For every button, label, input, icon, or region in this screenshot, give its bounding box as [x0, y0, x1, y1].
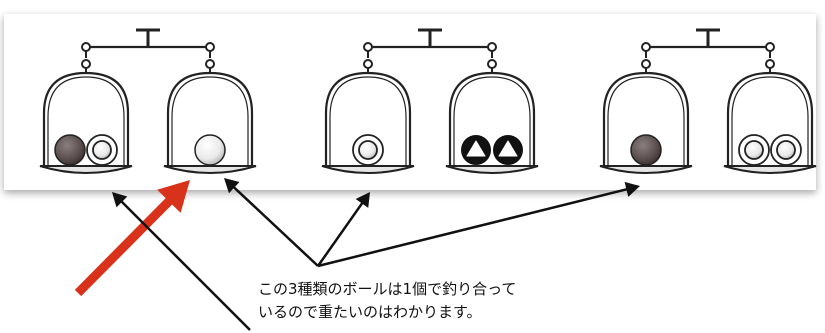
- beam-joint-right: [487, 42, 497, 52]
- beam-joint-left: [641, 42, 651, 52]
- left-pan: [321, 59, 415, 174]
- ring-ball-icon: [738, 134, 770, 166]
- right-pan: [445, 59, 539, 174]
- beam-joint-right: [765, 42, 775, 52]
- right-pan: [723, 59, 817, 174]
- triangle-ball-icon: [461, 135, 491, 165]
- scale-handle-icon: [136, 28, 160, 47]
- scale-handle-icon: [418, 28, 442, 47]
- pointer-arrow-ring-ball: [316, 192, 370, 267]
- balance-scale-1: [39, 28, 257, 174]
- highlight-arrow: [74, 180, 190, 297]
- caption-line-1: この3種類のボールは1個で釣り合って: [258, 280, 517, 298]
- white-ball-icon: [194, 134, 226, 166]
- right-pan: [163, 59, 257, 174]
- pointer-arrow-dark-ball: [317, 181, 640, 268]
- ring-ball-icon: [352, 134, 384, 166]
- beam-joint-right: [205, 42, 215, 52]
- balance-scale-2: [321, 28, 539, 174]
- caption-line-2: いるので重たいのはわかります。: [258, 303, 482, 321]
- ring-ball-icon: [770, 134, 802, 166]
- scale-handle-icon: [696, 28, 720, 47]
- left-pan: [39, 59, 133, 174]
- dark-ball-icon: [54, 134, 86, 166]
- beam-joint-left: [81, 42, 91, 52]
- beam-joint-left: [363, 42, 373, 52]
- scales-layer: [39, 28, 817, 174]
- ring-ball-icon: [86, 134, 118, 166]
- pointer-arrow-white-ball: [224, 178, 319, 267]
- triangle-ball-icon: [493, 135, 523, 165]
- dark-ball-icon: [630, 134, 662, 166]
- pointer-arrow-left-pan: [112, 192, 251, 331]
- left-pan: [599, 59, 693, 174]
- balance-scale-3: [599, 28, 817, 174]
- arrows-layer: [74, 178, 640, 331]
- caption-text: この3種類のボールは1個で釣り合って いるので重たいのはわかります。: [258, 278, 638, 324]
